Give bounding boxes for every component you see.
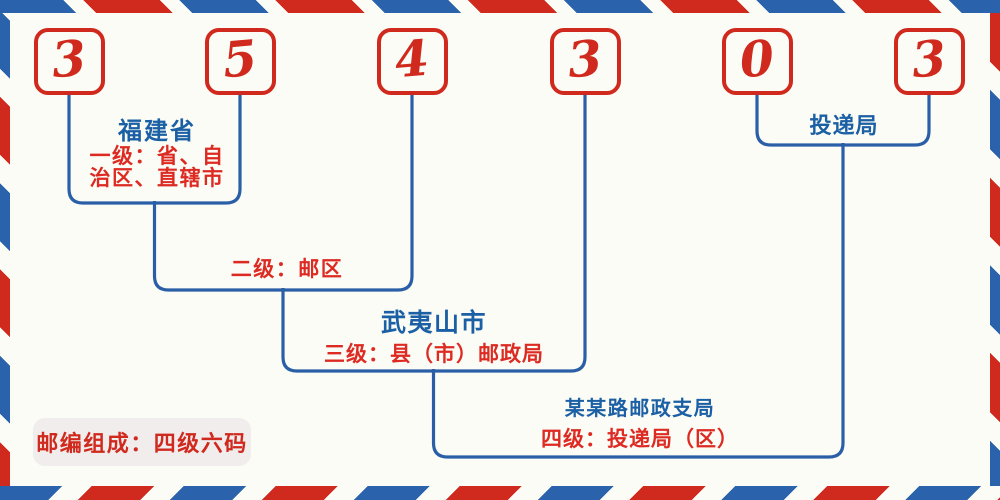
digit-2: 5 [220, 28, 260, 90]
level1-description: 一级：省、自 治区、直辖市 [90, 145, 225, 189]
digit-box-5: 0 [721, 28, 793, 95]
airmail-border-right [990, 0, 1000, 500]
level4-branch-name: 某某路邮政支局 [564, 396, 716, 420]
airmail-border-left [0, 0, 10, 500]
digit-4: 3 [565, 28, 605, 90]
digit-box-2: 5 [204, 28, 276, 95]
digit-box-4: 3 [549, 28, 621, 95]
digit-box-6: 3 [893, 28, 965, 95]
delivery-office-label: 投递局 [809, 114, 879, 139]
level1-province-name: 福建省 [118, 117, 196, 145]
digit-3: 4 [392, 28, 432, 90]
digit-box-1: 3 [33, 28, 105, 95]
level3-description: 三级：县（市）邮政局 [324, 342, 544, 366]
digit-5: 0 [737, 28, 777, 90]
digit-box-3: 4 [376, 28, 448, 95]
level2-description: 二级：邮区 [230, 257, 344, 281]
connector-level4-bracket [431, 143, 845, 459]
connector-delivery-bracket [755, 95, 931, 147]
level3-city-name: 武夷山市 [380, 308, 488, 337]
level1-description-line1: 一级：省、自 [89, 144, 225, 168]
airmail-border-top [0, 0, 1000, 13]
digit-1: 3 [49, 28, 89, 90]
level4-description: 四级：投递局（区） [541, 427, 739, 451]
footer-note-pill: 邮编组成：四级六码 [33, 418, 251, 466]
level1-description-line2: 治区、直辖市 [89, 166, 225, 190]
footer-note-text: 邮编组成：四级六码 [36, 432, 248, 457]
airmail-border-bottom [0, 486, 1000, 500]
digit-6: 3 [909, 28, 949, 90]
